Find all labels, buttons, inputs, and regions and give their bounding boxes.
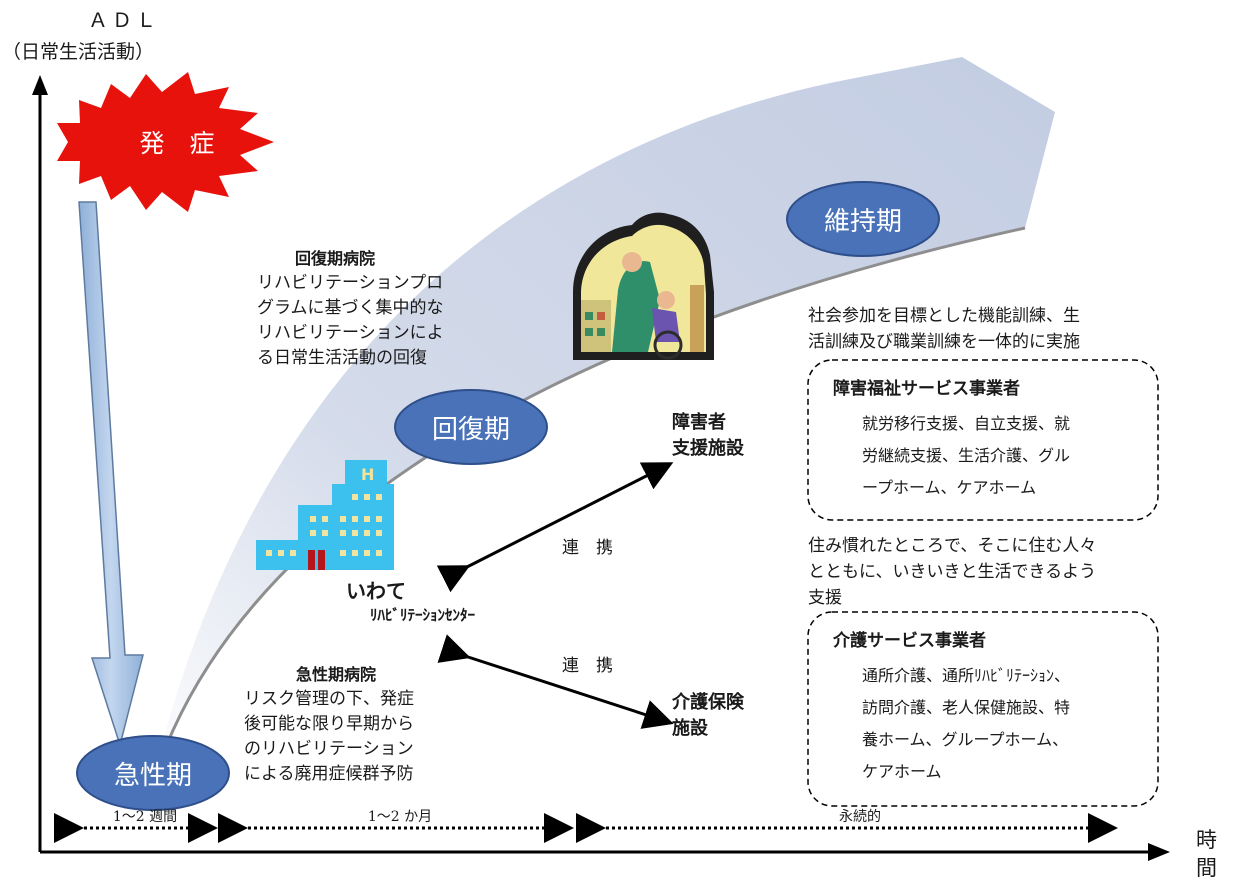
acute-hospital-line: のリハビリテーション — [244, 739, 414, 759]
care-box-line: ケアホーム — [862, 762, 942, 781]
welfare-box-title: 障害福祉サービス事業者 — [833, 379, 1020, 399]
recovery-hospital-line: リハビリテーションによ — [257, 323, 444, 343]
recovery-hospital-line: リハビリテーションプロ — [257, 273, 444, 293]
care-box-title: 介護サービス事業者 — [833, 631, 986, 651]
care-facility-label: 介護保険 施設 — [672, 690, 744, 742]
acute-hospital-line: リスク管理の下、発症 — [244, 689, 414, 709]
x-axis-label: 時間 — [1196, 828, 1217, 880]
caregiver-wheelchair-icon — [573, 212, 714, 360]
recovery-hospital-block: 回復期病院 リハビリテーションプロ グラムに基づく集中的な リハビリテーションに… — [257, 246, 444, 371]
acute-phase-oval-shape — [76, 735, 230, 811]
acute-hospital-line: による廃用症候群予防 — [244, 764, 414, 784]
acute-hospital-title: 急性期病院 — [296, 665, 377, 684]
center-name-line2: ﾘﾊﾋﾞﾘﾃｰｼｮﾝｾﾝﾀｰ — [370, 606, 476, 624]
recovery-hospital-title: 回復期病院 — [295, 249, 376, 268]
liaison-label-upper: 連 携 — [562, 538, 613, 558]
liaison-arrow-lower — [437, 634, 674, 729]
care-box-line: 訪問介護、老人保健施設、特 — [862, 698, 1071, 717]
onset-label: 発 症 — [139, 129, 215, 158]
care-facility-line1: 介護保険 — [672, 692, 744, 713]
welfare-services-box — [807, 359, 1159, 521]
maintenance-phase-label: 維持期 — [823, 206, 902, 237]
social-note-line1: 社会参加を目標とした機能訓練、生 — [808, 306, 1080, 326]
community-note-line1: 住み慣れたところで、そこに住む人々 — [808, 536, 1097, 556]
period-label-maintenance: 永続的 — [839, 809, 881, 825]
recovery-hospital-line: グラムに基づく集中的な — [257, 298, 444, 318]
period-label-recovery: 1～2 か月 — [367, 809, 433, 825]
recovery-hospital-line: る日常生活活動の回復 — [257, 348, 427, 368]
disability-facility-line2: 支援施設 — [672, 438, 744, 459]
liaison-arrow-upper — [436, 462, 674, 593]
social-note-line2: 活訓練及び職業訓練を一体的に実施 — [808, 332, 1080, 352]
svg-text:H: H — [361, 465, 374, 484]
disability-facility-label: 障害者 支援施設 — [672, 410, 744, 462]
care-box-line: 通所介護、通所ﾘﾊﾋﾞﾘﾃｰｼｮﾝ、 — [862, 666, 1071, 685]
care-services-box — [807, 611, 1159, 807]
care-facility-line2: 施設 — [672, 718, 708, 739]
welfare-box-line: ープホーム、ケアホーム — [862, 478, 1037, 497]
welfare-box-line: 就労移行支援、自立支援、就 — [862, 414, 1071, 433]
recovery-phase-label: 回復期 — [431, 414, 510, 445]
y-axis-label-line2: （日常生活活動） — [2, 41, 155, 63]
period-label-acute: 1～2 週間 — [112, 809, 178, 825]
welfare-box-line: 労継続支援、生活介護、グル — [862, 446, 1071, 465]
acute-phase-label: 急性期 — [113, 760, 192, 791]
maintenance-phase-oval-shape — [786, 181, 940, 257]
community-note-line2: とともに、いきいきと生活できるよう — [808, 562, 1097, 582]
hospital-building-icon: H — [256, 460, 394, 570]
axes — [32, 75, 1170, 861]
onset-burst-icon — [57, 72, 274, 212]
acute-hospital-line: 後可能な限り早期から — [244, 714, 414, 734]
liaison-label-lower: 連 携 — [562, 656, 613, 676]
center-name-line1: いわて — [346, 579, 406, 603]
disability-facility-line1: 障害者 — [672, 412, 726, 433]
community-note-line3: 支援 — [808, 588, 842, 608]
decline-arrow — [78, 201, 144, 748]
acute-hospital-block: 急性期病院 リスク管理の下、発症 後可能な限り早期から のリハビリテーション に… — [244, 662, 414, 787]
y-axis-label-line1: ＡＤＬ — [88, 8, 160, 32]
care-box-line: 養ホーム、グループホーム、 — [862, 730, 1069, 749]
